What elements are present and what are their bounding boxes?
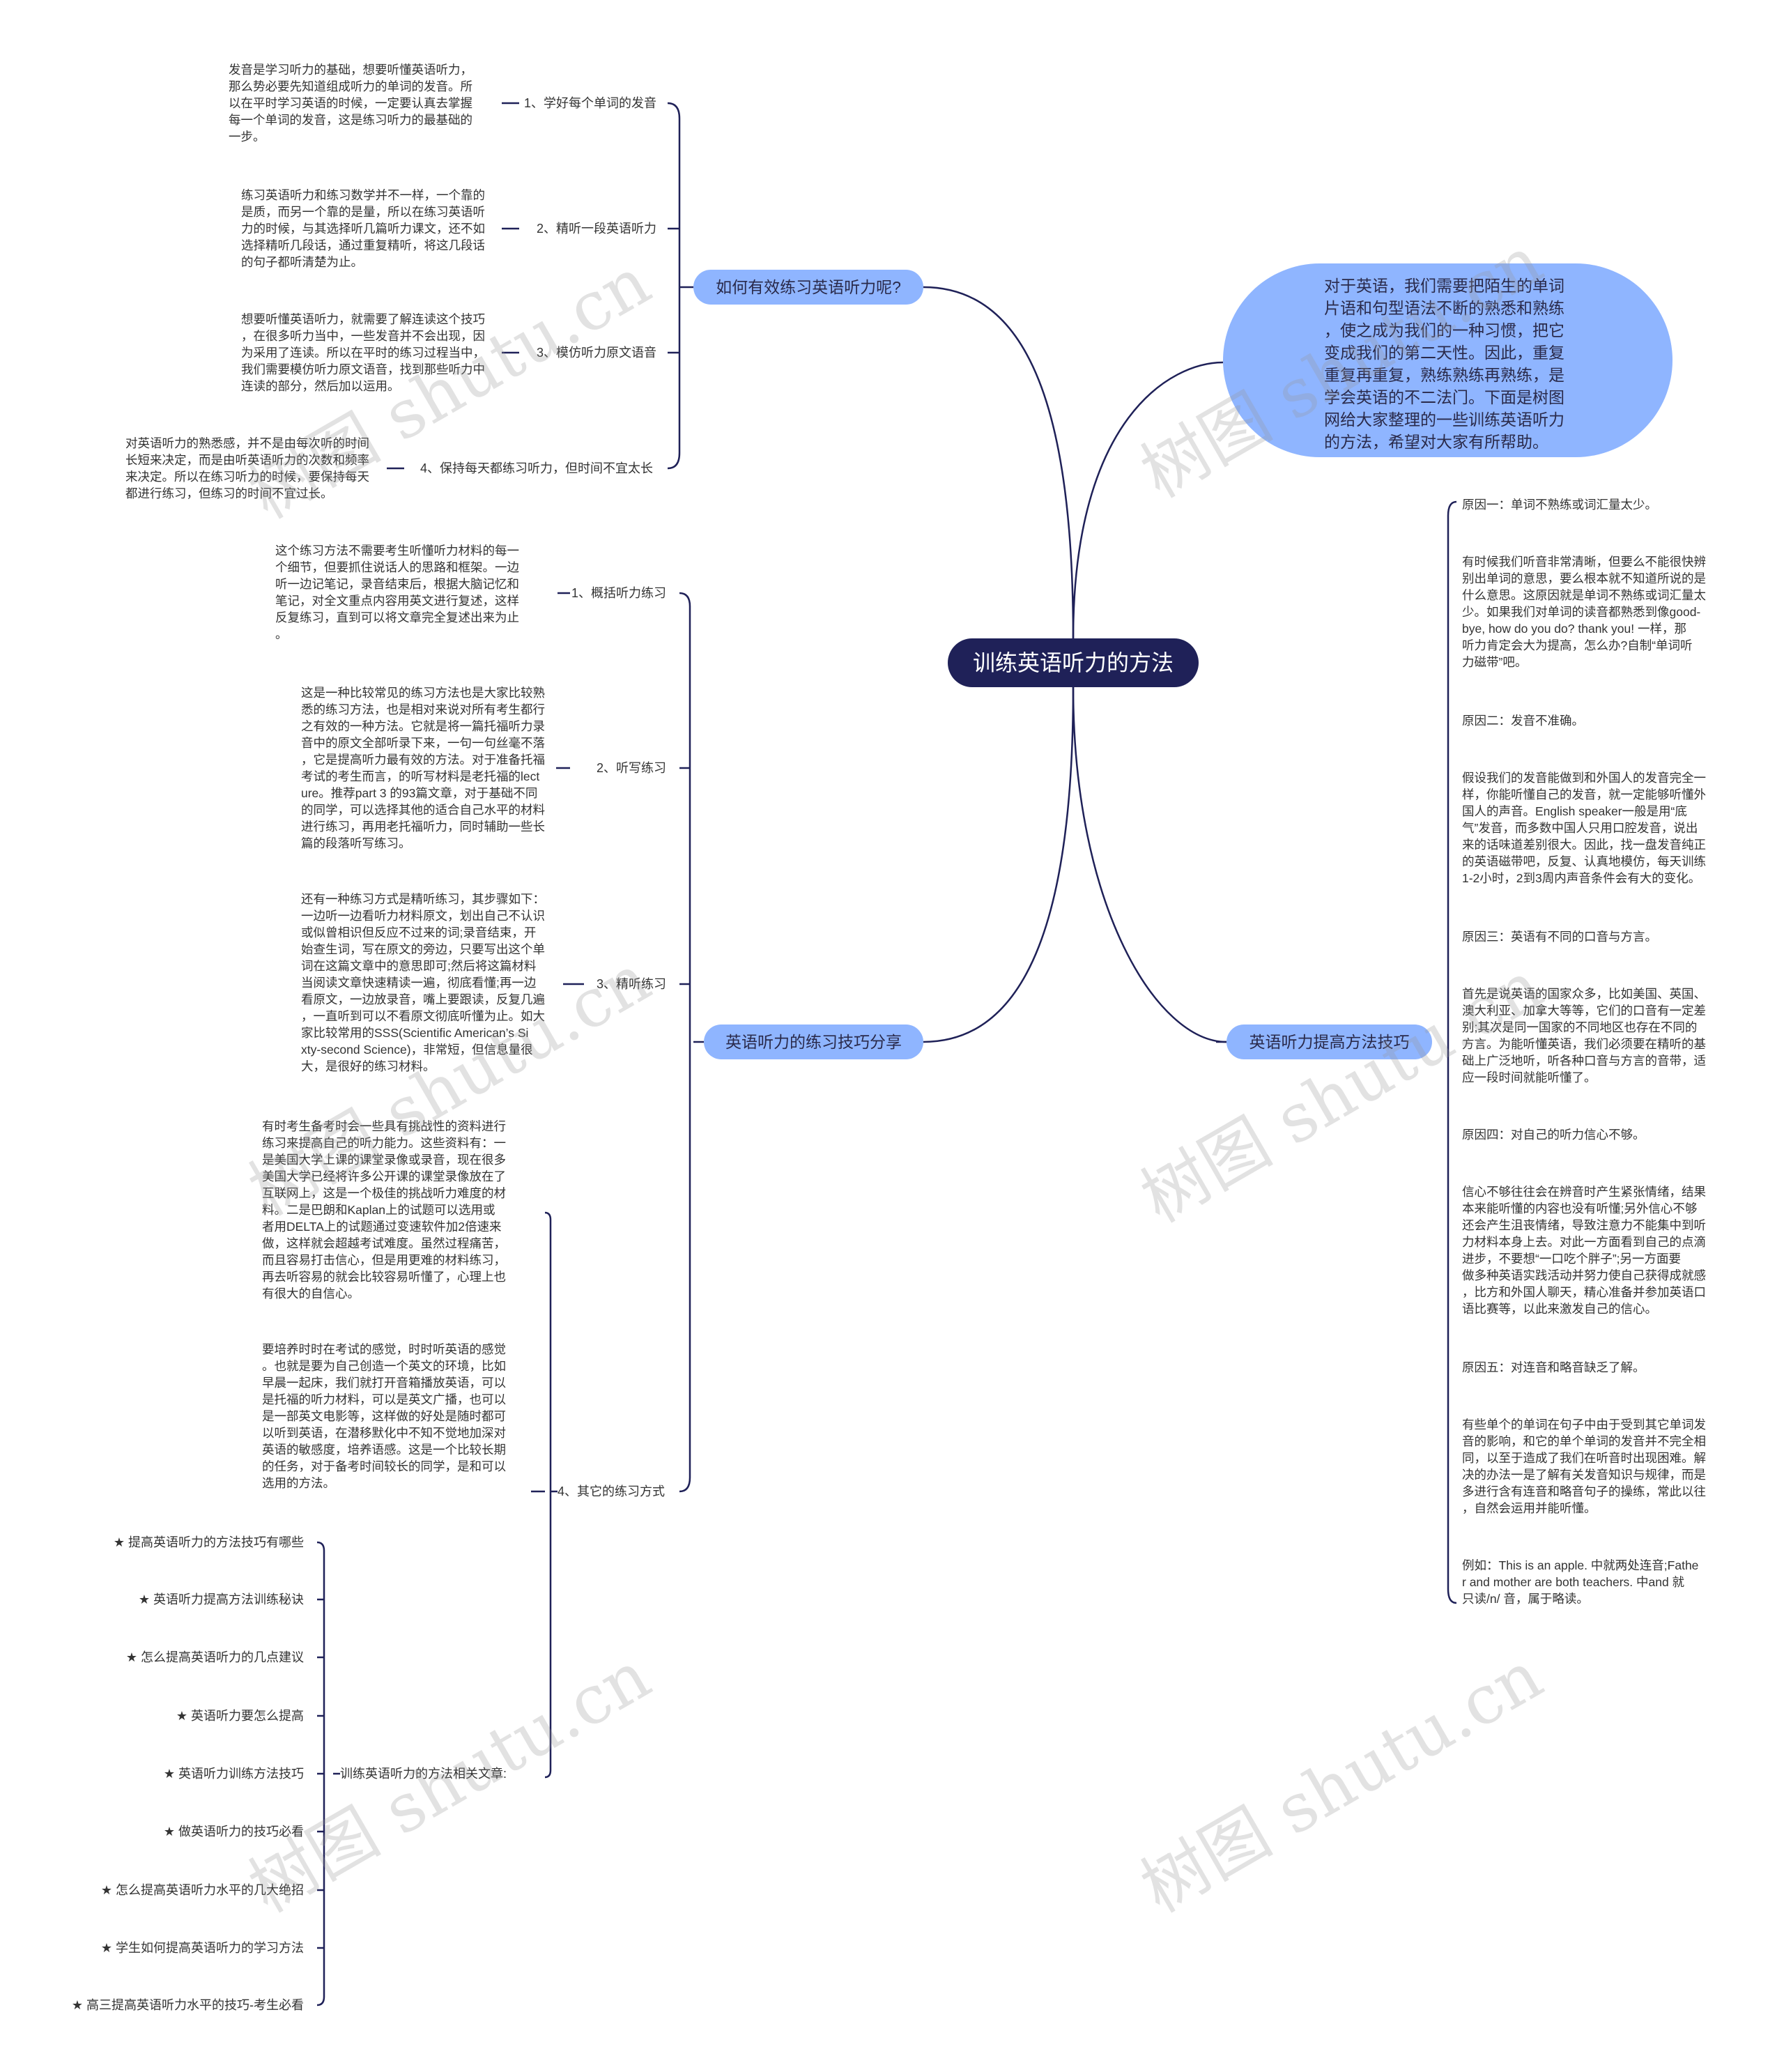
b3-reason5-title: 原因五：对连音和略音缺乏了解。: [1462, 1360, 1645, 1374]
branch-improve-methods[interactable]: 英语听力提高方法技巧: [1226, 1025, 1432, 1059]
b2-item4-label[interactable]: 4、其它的练习方式: [558, 1484, 666, 1498]
b3-reason4-text: 信心不够往往会在辨音时产生紧张情绪，结果 本来能听懂的内容也没有听懂;另外信心不…: [1462, 1185, 1706, 1316]
related-link-3[interactable]: ★ 怎么提高英语听力的几点建议: [125, 1650, 304, 1664]
related-link-7[interactable]: ★ 怎么提高英语听力水平的几大绝招: [100, 1883, 304, 1897]
related-link-6[interactable]: ★ 做英语听力的技巧必看: [163, 1825, 304, 1839]
b2-item4-text2: 要培养时时在考试的感觉，时时听英语的感觉 。也就是要为自己创造一个英文的环境，比…: [262, 1342, 506, 1490]
b2-item3-label[interactable]: 3、精听练习: [597, 977, 667, 991]
b2-item1-label[interactable]: 1、概括听力练习: [571, 586, 667, 600]
b1-item3-text: 想要听懂英语听力，就需要了解连读这个技巧 ，在很多听力当中，一些发音并不会出现，…: [241, 312, 485, 393]
related-link-1[interactable]: ★ 提高英语听力的方法技巧有哪些: [113, 1535, 304, 1549]
b3-reason3-text: 首先是说英语的国家众多，比如美国、英国、 澳大利亚、加拿大等等，它们的口音有一定…: [1462, 987, 1706, 1084]
branch-practice-tips[interactable]: 英语听力的练习技巧分享: [704, 1025, 923, 1059]
b3-reason1-text: 有时候我们听音非常清晰，但要么不能很快辨 别出单词的意思，要么根本就不知道所说的…: [1462, 555, 1706, 669]
branch-how-to-practice[interactable]: 如何有效练习英语听力呢?: [693, 270, 923, 305]
b3-reason2-text: 假设我们的发音能做到和外国人的发音完全一 样，你能听懂自己的发音，就一定能够听懂…: [1462, 771, 1706, 885]
intro-text: 对于英语，我们需要把陌生的单词 片语和句型语法不断的熟悉和熟练 ，使之成为我们的…: [1324, 277, 1564, 451]
b3-reason2-title: 原因二：发音不准确。: [1462, 714, 1584, 728]
b2-item3-text: 还有一种练习方式是精听练习，其步骤如下： 一边听一边看听力材料原文，划出自己不认…: [301, 892, 545, 1073]
b3-reason3-title: 原因三：英语有不同的口音与方言。: [1462, 930, 1657, 944]
b1-item1-label[interactable]: 1、学好每个单词的发音: [524, 96, 657, 110]
b1-item3-label[interactable]: 3、模仿听力原文语音: [537, 346, 657, 360]
b1-item4-text: 对英语听力的熟悉感，并不是由每次听的时间 长短来决定，而是由听英语听力的次数和频…: [125, 436, 369, 500]
intro-bubble[interactable]: [1223, 263, 1672, 457]
related-link-9[interactable]: ★ 高三提高英语听力水平的技巧-考生必看: [71, 1998, 304, 2012]
b2-item1-text: 这个练习方法不需要考生听懂听力材料的每一 个细节，但要抓住说话人的思路和框架。一…: [275, 544, 519, 641]
b3-reason5-text: 有些单个的单词在句子中由于受到其它单词发 音的影响，和它的单个单词的发音并不完全…: [1462, 1418, 1706, 1515]
related-link-4[interactable]: ★ 英语听力要怎么提高: [176, 1709, 304, 1723]
related-link-8[interactable]: ★ 学生如何提高英语听力的学习方法: [100, 1941, 304, 1955]
b1-item2-text: 练习英语听力和练习数学并不一样，一个靠的 是质，而另一个靠的是量，所以在练习英语…: [241, 188, 485, 269]
b2-item2-label[interactable]: 2、听写练习: [597, 761, 667, 775]
b1-item1-text: 发音是学习听力的基础，想要听懂英语听力， 那么势必要先知道组成听力的单词的发音。…: [229, 63, 472, 144]
b3-reason1-title: 原因一：单词不熟练或词汇量太少。: [1462, 498, 1657, 512]
related-articles-label[interactable]: 训练英语听力的方法相关文章:: [340, 1767, 507, 1781]
related-link-5[interactable]: ★ 英语听力训练方法技巧: [163, 1767, 304, 1781]
b1-item2-label[interactable]: 2、精听一段英语听力: [537, 222, 657, 236]
b3-example-text: 例如：This is an apple. 中就两处连音;Fathe r and …: [1462, 1558, 1699, 1606]
b3-reason4-title: 原因四：对自己的听力信心不够。: [1462, 1128, 1645, 1142]
root-topic[interactable]: 训练英语听力的方法: [948, 638, 1199, 687]
related-link-2[interactable]: ★ 英语听力提高方法训练秘诀: [138, 1593, 304, 1606]
b1-item4-label[interactable]: 4、保持每天都练习听力，但时间不宜太长: [420, 461, 654, 475]
b2-item4-text1: 有时考生备考时会一些具有挑战性的资料进行 练习来提高自己的听力能力。这些资料有：…: [262, 1119, 506, 1300]
b2-item2-text: 这是一种比较常见的练习方法也是大家比较熟 悉的练习方法，也是相对来说对所有考生都…: [301, 686, 545, 850]
